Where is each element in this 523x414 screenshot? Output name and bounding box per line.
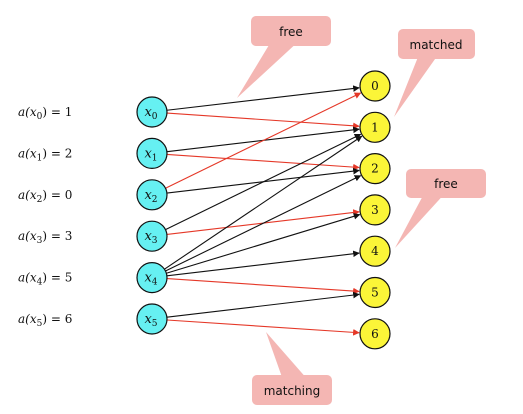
left-node-x2: x2 (136, 179, 168, 211)
callout-matched-pointer (394, 52, 440, 117)
callout-free-right-pointer (395, 190, 448, 248)
callout-free-top-text: free (279, 25, 303, 39)
right-node-0: 0 (359, 70, 391, 102)
left-node-x4: x4 (136, 262, 168, 294)
callout-matched-text: matched (410, 38, 463, 52)
right-node-circle (359, 318, 391, 350)
assignment-label-x3: a(x3) = 3 (18, 229, 72, 246)
right-node-label: 0 (371, 79, 379, 93)
assignment-label-x1: a(x1) = 2 (18, 146, 72, 163)
assignment-label-x5: a(x5) = 6 (18, 312, 72, 329)
right-node-label: 1 (371, 120, 379, 134)
right-nodes-layer: 0 1 2 3 4 5 6 (359, 70, 391, 350)
left-node-circle (136, 96, 168, 128)
left-node-label: x3 (144, 229, 157, 246)
callout-matching-box (252, 375, 332, 405)
left-node-x0: x0 (136, 96, 168, 128)
left-nodes-layer: x0 x1 x2 x3 x4 x5 (136, 96, 168, 335)
left-node-circle (136, 179, 168, 211)
assignment-label-x4: a(x4) = 5 (18, 271, 72, 288)
edge-x3-to-1 (165, 133, 362, 231)
right-node-5: 5 (359, 276, 391, 309)
edge-x4-to-4 (166, 250, 360, 277)
matching-edge-x0-to-1 (166, 112, 360, 130)
right-node-label: 3 (371, 203, 379, 217)
right-node-1: 1 (359, 111, 391, 143)
callout-free-right-box (406, 169, 486, 198)
matching-edge-x2-to-0 (165, 92, 362, 189)
right-node-2: 2 (359, 153, 391, 185)
matching-edge-x5-to-6 (166, 319, 360, 336)
right-node-label: 4 (371, 244, 379, 258)
left-node-x3: x3 (136, 220, 168, 252)
callout-free-top-pointer (237, 40, 300, 98)
callout-matching-text: matching (264, 384, 321, 398)
right-node-circle (359, 153, 391, 185)
left-node-circle (136, 262, 168, 294)
left-node-circle (136, 137, 168, 169)
left-node-label: x5 (144, 312, 157, 329)
right-node-label: 2 (371, 162, 379, 176)
right-node-circle (359, 111, 391, 143)
left-node-circle (136, 220, 168, 252)
callout-matched-box (398, 29, 475, 59)
matching-edge-x4-to-5 (166, 278, 360, 295)
edge-x4-to-2 (165, 175, 362, 272)
assignment-labels-layer: a(x0) = 1 a(x1) = 2 a(x2) = 0 a(x3) = 3 a(x4… (18, 105, 72, 329)
right-node-circle (359, 70, 391, 102)
right-node-circle (359, 276, 391, 309)
callout-free-top-box (251, 16, 331, 46)
right-node-6: 6 (359, 318, 391, 350)
edge-x4-to-3 (166, 213, 361, 274)
left-node-label: x4 (144, 271, 157, 288)
left-node-label: x2 (144, 188, 157, 205)
callout-matching-pointer (266, 332, 308, 380)
left-node-label: x0 (144, 105, 157, 122)
assignment-label-x2: a(x2) = 0 (18, 188, 72, 205)
matching-edge-x1-to-2 (166, 153, 360, 171)
left-node-x5: x5 (136, 303, 168, 335)
left-node-circle (136, 303, 168, 335)
right-node-3: 3 (359, 194, 391, 226)
right-node-label: 5 (371, 286, 379, 300)
edge-x0-to-0 (166, 85, 360, 111)
left-node-label: x1 (144, 146, 157, 163)
left-node-x1: x1 (136, 137, 168, 169)
edge-x5-to-5 (166, 291, 360, 318)
edge-x4-to-1 (164, 135, 363, 270)
right-node-label: 6 (371, 327, 379, 341)
assignment-label-x0: a(x0) = 1 (18, 105, 72, 122)
right-node-circle (359, 235, 391, 267)
callout-free-right-text: free (434, 177, 458, 191)
right-node-4: 4 (359, 235, 391, 267)
edges-layer (164, 85, 363, 336)
right-node-circle (359, 194, 391, 226)
